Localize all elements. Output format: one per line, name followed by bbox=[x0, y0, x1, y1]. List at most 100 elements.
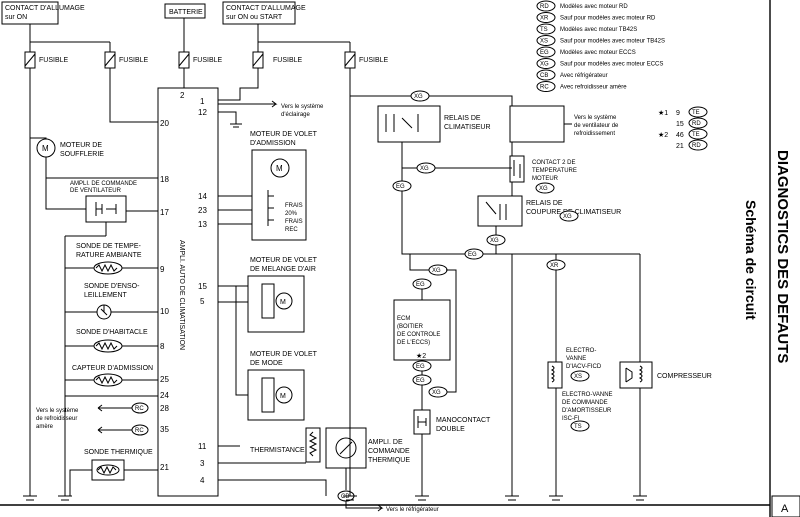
relais-clim-line2: CLIMATISEUR bbox=[444, 124, 491, 131]
xr-code: XR bbox=[550, 263, 559, 269]
svg-text:M: M bbox=[276, 164, 283, 173]
xg-code-6: XG bbox=[432, 268, 441, 274]
fuse-5: FUSIBLE bbox=[344, 51, 389, 69]
pin-24: 24 bbox=[160, 391, 169, 400]
pin-3: 3 bbox=[200, 459, 205, 468]
pin-13: 13 bbox=[198, 220, 207, 229]
pin-17: 17 bbox=[160, 208, 169, 217]
thermistance-label: THERMISTANCE bbox=[250, 447, 305, 454]
legend-text: Modèles avec moteur TB42S bbox=[560, 27, 637, 33]
pin-25: 25 bbox=[160, 375, 169, 384]
fuse-2-label: FUSIBLE bbox=[119, 57, 149, 64]
svg-text:M: M bbox=[280, 393, 286, 400]
ampli-commande-thermique: AMPLI. DE COMMANDE THERMIQUE bbox=[325, 427, 410, 469]
contact-temperature-moteur: CONTACT 2 DE TEMPERATURE MOTEUR XG bbox=[509, 155, 577, 194]
side-subtitle: Schéma de circuit bbox=[743, 200, 759, 320]
ecm-block: XG EG ★1 ECM (BOITIER DE CONTROLE DE L'E… bbox=[393, 254, 457, 410]
cb-code: CB bbox=[341, 494, 349, 500]
main-unit-label: AMPLI. AUTO DE CLIMATISATION bbox=[178, 240, 185, 350]
pin-4: 4 bbox=[200, 476, 205, 485]
relais-climatiseur: RELAIS DE CLIMATISEUR XG bbox=[350, 90, 513, 196]
sonde-thermique: SONDE THERMIQUE bbox=[23, 178, 158, 501]
temp-amb-line1: SONDE DE TEMPE- bbox=[76, 243, 141, 250]
legend-code: RD bbox=[540, 4, 549, 10]
pin-note-pin: 9 bbox=[676, 110, 680, 117]
fuse-4: FUSIBLE bbox=[252, 51, 303, 69]
isc-line3: D'AMORTISSEUR bbox=[562, 408, 612, 414]
eclairage-link: Vers le système d'éclairage bbox=[218, 100, 324, 128]
isc-line2: DE COMMANDE bbox=[562, 400, 608, 406]
melange-line1: MOTEUR DE VOLET bbox=[250, 257, 318, 264]
mano-line2: DOUBLE bbox=[436, 426, 465, 433]
moteur-volet-melange: MOTEUR DE VOLET DE MELANGE D'AIR M bbox=[218, 257, 318, 333]
vent-line1: Vers le système bbox=[574, 115, 617, 121]
enso-line1: SONDE D'ENSO- bbox=[84, 283, 140, 290]
relais-clim-line1: RELAIS DE bbox=[444, 115, 481, 122]
pin-note-code: RD bbox=[692, 143, 701, 149]
ecm-line1: ECM bbox=[397, 316, 410, 322]
relay-output-box bbox=[509, 105, 565, 143]
fuse-1-label: FUSIBLE bbox=[39, 57, 69, 64]
legend-text: Modèles avec moteur ECCS bbox=[560, 50, 636, 56]
ecm-line2: (BOITIER bbox=[397, 324, 424, 330]
pin-note-pin: 15 bbox=[676, 121, 684, 128]
pin-10: 10 bbox=[160, 307, 169, 316]
eg-code-5: EG bbox=[416, 378, 425, 384]
xg-code-1: XG bbox=[414, 94, 423, 100]
capteur-label: CAPTEUR D'ADMISSION bbox=[72, 365, 153, 372]
pin-35: 35 bbox=[160, 425, 169, 434]
adm-pos-4: REC bbox=[285, 227, 298, 233]
refroid-line3: amère bbox=[36, 424, 54, 430]
contact-start-line1: CONTACT D'ALLUMAGE bbox=[226, 5, 306, 12]
mode-line2: DE MODE bbox=[250, 360, 283, 367]
eg-code-1: EG bbox=[396, 184, 405, 190]
xg-code-7: XG bbox=[432, 390, 441, 396]
legend-code: XR bbox=[540, 16, 549, 22]
sonde-temperature-ambiante: SONDE DE TEMPE- RATURE AMBIANTE bbox=[65, 243, 158, 275]
ampli-vent-line2: DE VENTILATEUR bbox=[70, 188, 122, 194]
pin-15: 15 bbox=[198, 282, 207, 291]
adm-pos-2: 20% bbox=[285, 211, 298, 217]
legend-text: Modèles avec moteur RD bbox=[560, 4, 628, 10]
ampli-vent-line1: AMPLI. DE COMMANDE bbox=[70, 181, 137, 187]
eg-code-3: EG bbox=[416, 282, 425, 288]
fuse-3: FUSIBLE bbox=[178, 51, 223, 69]
fuse-4-label: FUSIBLE bbox=[273, 57, 303, 64]
rc-code-2: RC bbox=[135, 428, 144, 434]
svg-text:M: M bbox=[42, 144, 49, 153]
iacv-line2: VANNE bbox=[566, 356, 586, 362]
pin-1: 1 bbox=[200, 97, 205, 106]
side-title: DIAGNOSTICS DES DEFAUTS bbox=[774, 150, 791, 363]
legend-code-badge bbox=[536, 58, 556, 69]
contact-start-line2: sur ON ou START bbox=[226, 14, 283, 21]
pin-note-code: RD bbox=[692, 121, 701, 127]
capteur-admission: CAPTEUR D'ADMISSION bbox=[65, 365, 158, 387]
legend-text: Avec réfrigérateur bbox=[560, 73, 608, 79]
enso-line2: LEILLEMENT bbox=[84, 292, 128, 299]
legend-code: XG bbox=[540, 62, 549, 68]
melange-line2: DE MELANGE D'AIR bbox=[250, 266, 316, 273]
legend-row: RD Modèles avec moteur RD bbox=[536, 0, 628, 12]
soufflerie-line2: SOUFFLERIE bbox=[60, 151, 104, 158]
eg-code-2: EG bbox=[468, 252, 477, 258]
sonde-habitacle: SONDE D'HABITACLE bbox=[65, 329, 158, 353]
pin-21: 21 bbox=[160, 463, 169, 472]
compresseur: COMPRESSEUR bbox=[619, 254, 712, 501]
admission-line2: D'ADMISSION bbox=[250, 140, 296, 147]
ecm-line3: DE CONTROLE bbox=[397, 332, 440, 338]
therm-line2: COMMANDE bbox=[368, 448, 410, 455]
ct-line3: MOTEUR bbox=[532, 176, 559, 182]
pin-note-star: ★2 bbox=[658, 131, 668, 139]
compresseur-label: COMPRESSEUR bbox=[657, 373, 712, 380]
thermique-label: SONDE THERMIQUE bbox=[84, 449, 153, 456]
refroid-line1: Vers le système bbox=[36, 408, 79, 414]
legend-code-badge bbox=[536, 69, 556, 81]
contact-allumage-start: CONTACT D'ALLUMAGE sur ON ou START bbox=[222, 1, 306, 25]
